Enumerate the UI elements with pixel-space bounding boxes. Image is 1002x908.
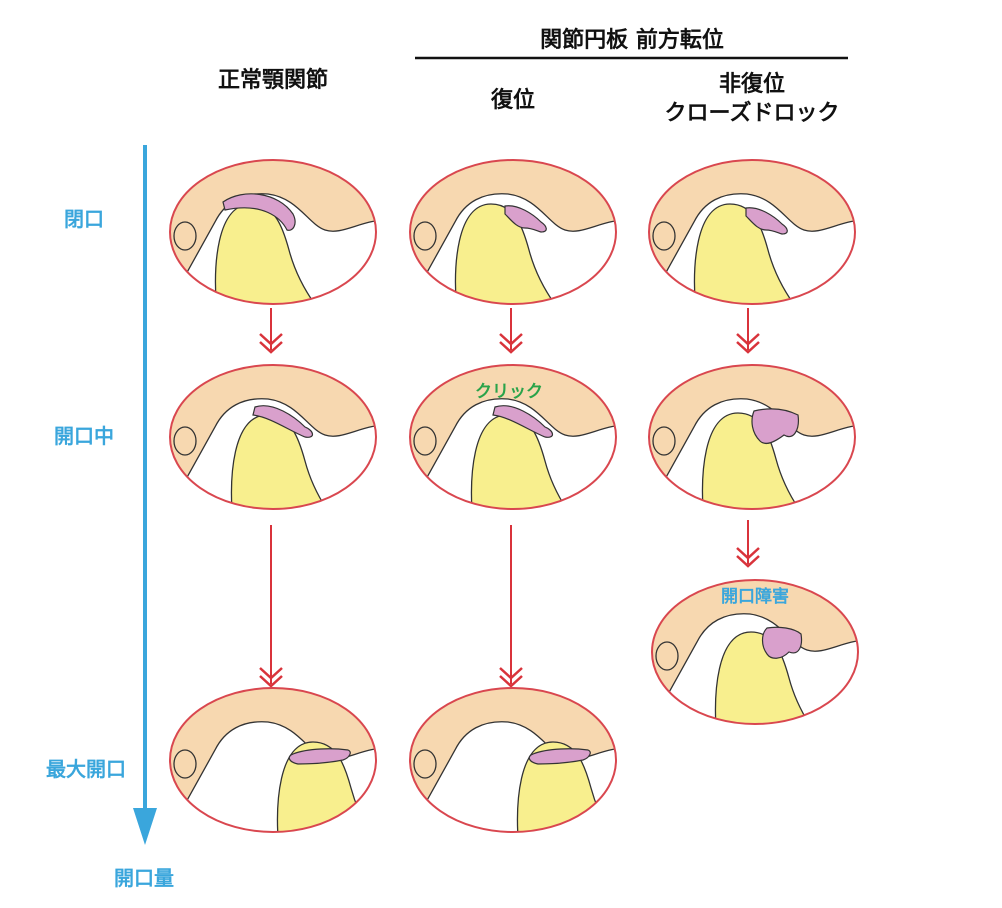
arrow-nonreduction-2 <box>736 520 760 568</box>
ear-canal <box>413 221 437 251</box>
joint-normal-max <box>169 687 377 833</box>
double-chevron-icon <box>259 667 283 688</box>
articular-disc <box>492 405 554 438</box>
arrow-nonreduction-1 <box>736 308 760 354</box>
double-chevron-icon <box>736 333 760 354</box>
joint-outline <box>169 364 377 510</box>
articular-disc <box>504 205 547 233</box>
arrow-normal-1 <box>259 308 283 354</box>
temporal-bone <box>410 160 616 295</box>
joint-outline <box>651 579 859 725</box>
ear-canal <box>173 221 197 251</box>
joint-local <box>649 160 855 304</box>
joint-local <box>649 365 855 509</box>
joint-outline <box>648 159 856 305</box>
articular-disc <box>745 207 788 235</box>
arrow-reduction-2 <box>499 525 523 688</box>
temporal-bone <box>170 365 376 500</box>
ear-canal <box>173 749 197 779</box>
double-chevron-icon <box>499 333 523 354</box>
joint-nonreduction-blocked <box>651 579 859 725</box>
joint-reduction-closed <box>409 159 617 305</box>
joint-outline <box>648 364 856 510</box>
joint-outline <box>409 687 617 833</box>
ear-canal <box>173 426 197 456</box>
header-closed-lock: クローズドロック <box>664 101 840 126</box>
row-label-max-open: 最大開口 <box>46 757 126 781</box>
joint-nonreduction-closed <box>648 159 856 305</box>
joint-outline <box>409 364 617 510</box>
articular-disc <box>751 408 799 445</box>
joint-outline <box>169 159 377 305</box>
joint-contents <box>170 160 376 304</box>
ear-canal <box>413 749 437 779</box>
articular-disc <box>252 405 314 438</box>
click-annotation: クリック <box>475 382 543 402</box>
joint-contents <box>649 160 855 304</box>
arrow-reduction-1 <box>499 308 523 354</box>
header-normal-tmj: 正常顎関節 <box>217 68 329 93</box>
double-chevron-icon <box>499 667 523 688</box>
arrow-normal-2 <box>259 525 283 688</box>
ear-canal <box>652 426 676 456</box>
row-label-closed: 閉口 <box>64 207 104 231</box>
ear-canal <box>655 641 679 671</box>
temporal-bone <box>170 688 376 823</box>
articular-disc <box>528 748 591 765</box>
articular-disc <box>222 193 296 231</box>
temporal-bone <box>410 688 616 823</box>
ear-canal <box>413 426 437 456</box>
joint-nonreduction-opening <box>648 364 856 510</box>
joint-outline <box>169 687 377 833</box>
joint-local <box>410 160 616 304</box>
row-label-opening: 開口中 <box>54 424 114 448</box>
temporal-bone <box>649 160 855 295</box>
joint-normal-opening <box>169 364 377 510</box>
articular-disc <box>288 748 351 765</box>
joint-outline <box>409 159 617 305</box>
double-chevron-icon <box>736 547 760 568</box>
double-chevron-icon <box>259 333 283 354</box>
opening-axis-arrowhead <box>133 808 157 845</box>
temporal-bone <box>410 365 616 500</box>
joint-reduction-max <box>409 687 617 833</box>
open-limit-annotation: 開口障害 <box>721 587 789 607</box>
header-disc-displacement: 関節円板 前方転位 <box>540 28 724 53</box>
header-with-reduction: 復位 <box>490 88 536 113</box>
ear-canal <box>652 221 676 251</box>
joint-local <box>170 160 376 304</box>
articular-disc <box>761 626 803 659</box>
joint-reduction-opening <box>409 364 617 510</box>
joint-normal-closed <box>169 159 377 305</box>
header-without-reduction: 非復位 <box>718 72 786 97</box>
axis-label-opening-amount: 開口量 <box>114 866 174 890</box>
joint-contents <box>649 365 855 509</box>
joint-contents <box>410 160 616 304</box>
